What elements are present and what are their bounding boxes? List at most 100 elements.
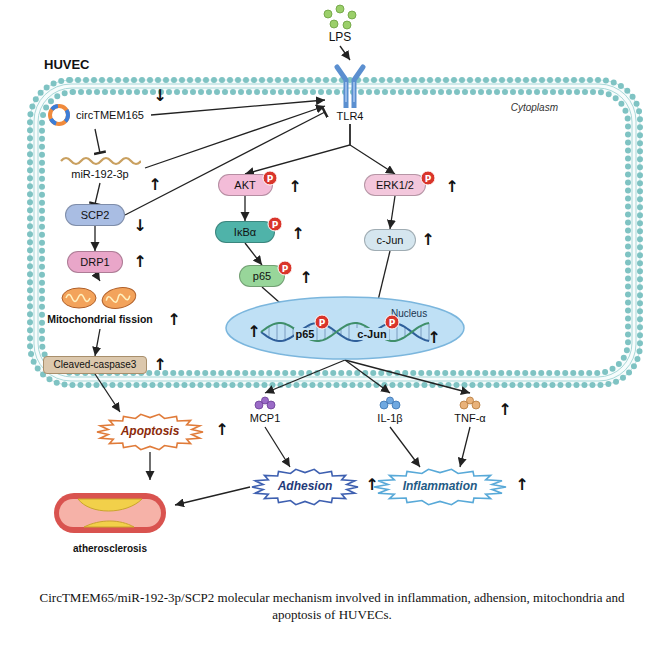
cytokine-node: IL-1β [365,393,415,427]
change-arrow: ↑ [427,330,440,346]
phospho-badge: P [268,217,283,232]
change-arrow: ↑ [167,312,180,328]
mitochondria-icon [59,285,141,311]
arrow-connector [340,46,350,60]
node-text: atherosclerosis [73,543,147,555]
nucleus-ellipse: Nucleusp65c-Jun [225,296,465,360]
node-text: p65 [253,270,271,283]
cytokine-node: TNF-α [445,393,495,427]
change-arrow: ↑ [148,177,161,193]
cytokine-icon [250,396,280,410]
arrow-connector [350,124,395,174]
node-icon [59,285,141,311]
arrow-connector [175,487,250,505]
protein-pill: ERK1/2 [364,174,426,196]
node-icon [250,396,280,410]
node-text: c-Jun [355,328,388,341]
receptor-node: TLR4 [325,60,375,124]
outcome-burst: Adhesion [250,467,360,507]
phospho-badge: P [278,261,293,276]
phospho-badge: P [421,171,436,186]
node-text: IL-1β [377,412,402,425]
change-arrow: ↑ [153,357,166,373]
artery-node: atherosclerosis [45,480,175,560]
node-text: c-Jun [377,234,404,247]
lps-molecules [324,5,356,29]
arrow-connector [244,196,245,221]
arrow-connector [245,243,262,265]
protein-pill: SCP2 [65,204,125,226]
inhibition-connector [95,183,100,204]
node-text: LPS [329,31,352,45]
change-arrow: ↑ [215,422,228,438]
protein-pill: IκBα [215,221,275,243]
node-icon [375,396,405,410]
node-icon [46,102,72,128]
figure-caption: CircTMEM65/miR-192-3p/SCP2 molecular mec… [30,590,634,624]
node-text: TNF-α [454,412,485,425]
phospho-badge: P [315,315,330,330]
label-box: Cleaved-caspase3 [43,356,147,374]
circrna-node: circTMEM165 [39,101,151,129]
mirna-node: miR-192-3p [55,153,145,183]
node-text: p65 [294,328,317,341]
label-box: LPS [323,30,357,46]
arrow-connector [460,427,470,467]
change-arrow: ↓ [153,88,166,104]
change-arrow: ↑ [291,226,304,242]
arrow-connector [390,427,420,467]
arrow-connector [345,360,470,393]
node-icon [59,156,141,166]
nucleus-shape [225,296,465,360]
cytokine-icon [375,396,405,410]
change-arrow: ↑ [515,477,528,493]
node-text: SCP2 [81,209,110,222]
cytokine-icon [455,396,485,410]
change-arrow: ↓ [133,218,146,234]
node-text: AKT [234,179,255,192]
node-text: Cytoplasm [511,102,558,114]
node-text: DRP1 [80,256,109,269]
change-arrow: ↑ [498,402,511,418]
node-text: MCP1 [250,412,281,425]
node-text: Apoptosis [121,425,180,439]
change-arrow: ↑ [288,179,301,195]
protein-pill: c-Jun [364,229,416,251]
circrna-icon [46,102,72,128]
cell-region: HUVECCytoplasmcircTMEM165miR-192-3pSCP2D… [30,80,640,385]
node-text: Mitochondrial fission [47,313,153,325]
mirna-strand [59,156,141,166]
node-text: Inflammation [403,480,478,494]
arrow-connector [95,329,100,356]
node-icon [325,62,375,108]
arrow-connector [149,452,150,480]
cytokine-node: MCP1 [240,393,290,427]
arrow-connector [390,196,395,229]
node-text: Cleaved-caspase3 [54,359,137,371]
protein-pill: DRP1 [67,251,123,273]
phospho-badge: P [385,315,400,330]
node-text: IκBα [234,226,256,239]
arrow-connector [265,360,345,393]
cell-membrane [30,80,640,385]
change-arrow: ↑ [421,232,434,248]
node-text: TLR4 [337,110,364,123]
change-arrow: ↑ [299,270,312,286]
node-text: ERK1/2 [376,179,414,192]
node-icon [455,396,485,410]
node-icon [50,485,170,541]
artery-illustration [50,485,170,541]
mitochondria-node: Mitochondrial fission [38,281,162,329]
arrow-connector [151,100,325,115]
change-arrow: ↑ [133,254,146,270]
tlr4-receptor [325,62,375,108]
inhibition-connector [95,129,100,153]
node-text: HUVEC [44,58,90,73]
outcome-burst: Inflammation [372,467,508,507]
arrow-connector [95,374,120,412]
node-text: circTMEM165 [76,109,144,122]
arrow-connector [245,124,350,174]
change-arrow: ↑ [365,477,378,493]
arrow-connector [345,360,390,393]
